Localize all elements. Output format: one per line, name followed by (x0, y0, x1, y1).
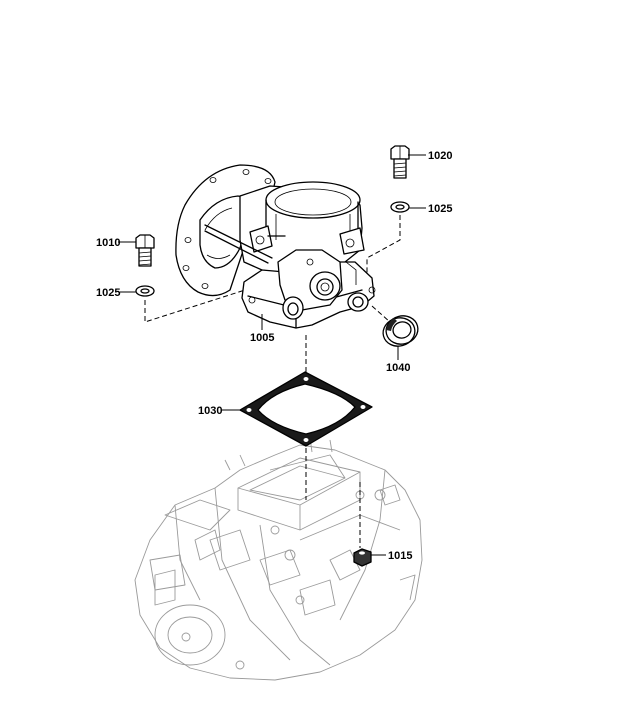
callout-1025-left: 1025 (96, 287, 120, 299)
bolt-1010 (135, 234, 155, 267)
gasket-1030 (239, 371, 373, 447)
washer-1025-right (390, 201, 410, 213)
callout-1040: 1040 (386, 362, 410, 374)
housing-1005 (175, 164, 376, 329)
callout-1015: 1015 (388, 550, 412, 562)
assembly-axis-lines (144, 215, 401, 548)
callout-1025-right: 1025 (428, 203, 452, 215)
leader-lines (118, 154, 426, 556)
callout-1005: 1005 (250, 332, 274, 344)
bolt-1020 (390, 145, 410, 179)
transmission-housing (134, 437, 423, 681)
callout-labels: 1010 1025 1020 1025 1005 1040 1030 1015 (96, 150, 452, 562)
washer-1025-left (135, 285, 155, 297)
nut-1015 (353, 548, 372, 567)
callout-1020: 1020 (428, 150, 452, 162)
seal-ring-1040 (382, 315, 419, 347)
callout-1010: 1010 (96, 237, 120, 249)
callout-1030: 1030 (198, 405, 222, 417)
